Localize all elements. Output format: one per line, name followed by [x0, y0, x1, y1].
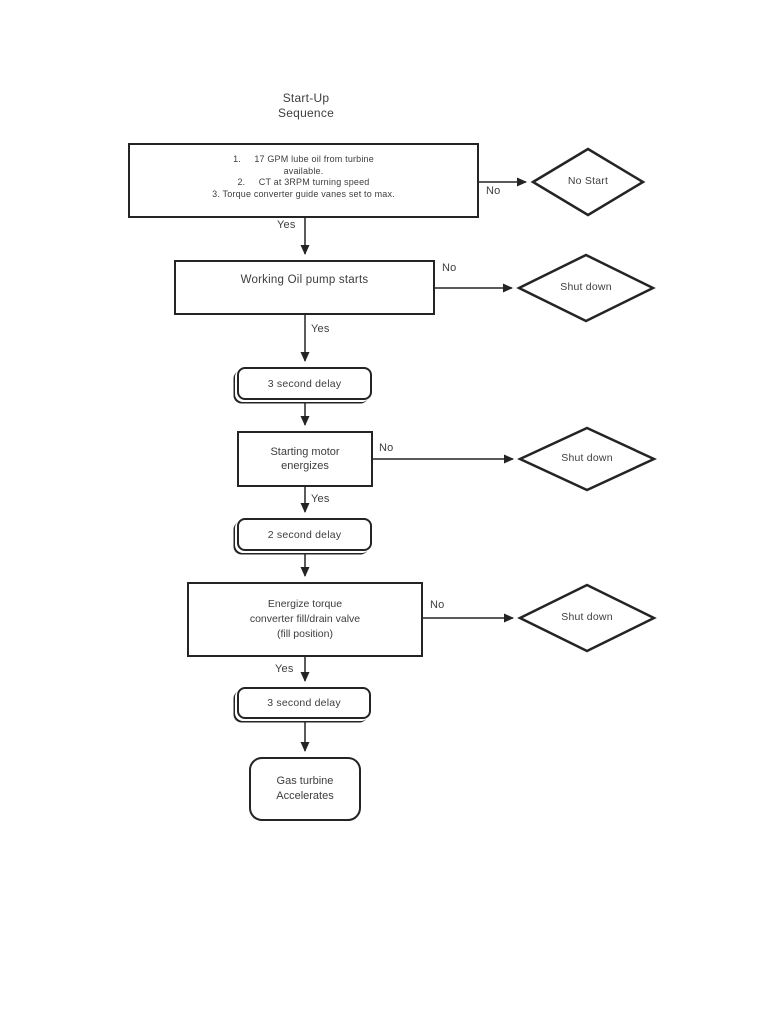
no-start-label: No Start	[567, 175, 609, 187]
shutdown-3-label: Shut down	[561, 611, 613, 623]
edge-label-no-3: No	[379, 442, 394, 454]
edge-label-yes-2: Yes	[311, 323, 330, 335]
delay-3s-a-label: 3 second delay	[267, 377, 342, 390]
edge-label-no-1: No	[486, 185, 501, 197]
delay-3s-b-label: 3 second delay	[267, 697, 341, 709]
shutdown-1-diamond	[516, 253, 656, 323]
conditions-box: 1. 17 GPM lube oil from turbine availabl…	[128, 143, 479, 218]
starting-motor-label: Starting motor energizes	[270, 446, 340, 472]
diagram-title: Start-Up Sequence	[278, 91, 334, 120]
shutdown-3-diamond	[517, 583, 657, 653]
shutdown-2-label: Shut down	[561, 452, 613, 464]
energize-torque-label: Energize torque converter fill/drain val…	[249, 598, 361, 640]
edge-label-no-2: No	[442, 262, 457, 274]
working-oil-pump-box: Working Oil pump starts	[174, 260, 435, 315]
edge-label-yes-3: Yes	[311, 493, 330, 505]
gas-turbine-label: Gas turbine Accelerates	[276, 775, 334, 802]
gas-turbine-box: Gas turbine Accelerates	[249, 757, 361, 821]
working-oil-pump-label: Working Oil pump starts	[240, 274, 369, 286]
edge-label-no-4: No	[430, 599, 445, 611]
shutdown-1-label: Shut down	[560, 281, 612, 293]
no-start-diamond	[530, 147, 646, 217]
delay-2s-box: 2 second delay	[237, 518, 372, 551]
delay-3s-a-box: 3 second delay	[237, 367, 372, 400]
shutdown-2-diamond	[517, 426, 657, 492]
conditions-text: 1. 17 GPM lube oil from turbine availabl…	[212, 154, 395, 199]
starting-motor-box: Starting motor energizes	[237, 431, 373, 487]
edge-label-yes-1: Yes	[277, 219, 296, 231]
delay-2s-label: 2 second delay	[267, 528, 342, 541]
edge-label-yes-4: Yes	[275, 663, 294, 675]
energize-torque-box: Energize torque converter fill/drain val…	[187, 582, 423, 657]
delay-3s-b-box: 3 second delay	[237, 687, 371, 719]
